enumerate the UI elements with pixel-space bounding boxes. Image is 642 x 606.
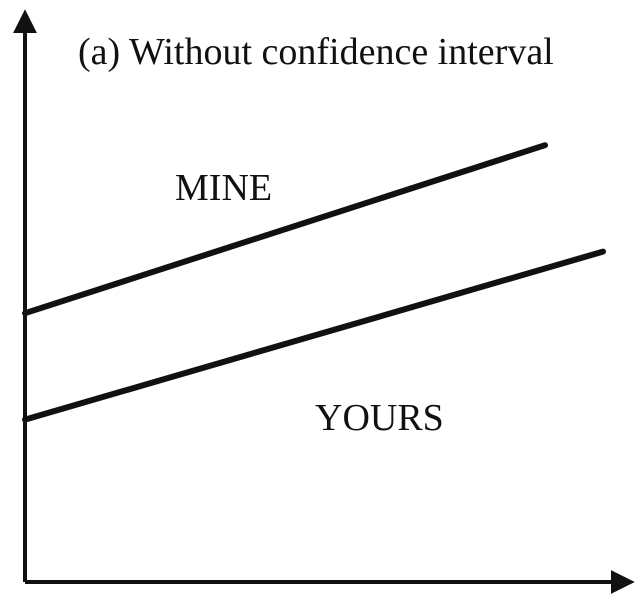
series-label-mine: MINE <box>175 167 272 209</box>
series-layer <box>22 142 606 423</box>
series-line-mine <box>22 142 548 317</box>
chart-title: (a) Without confidence interval <box>78 31 554 73</box>
series-label-layer: MINE YOURS <box>175 167 444 439</box>
series-label-yours: YOURS <box>315 397 444 439</box>
series-line-yours <box>22 248 606 423</box>
